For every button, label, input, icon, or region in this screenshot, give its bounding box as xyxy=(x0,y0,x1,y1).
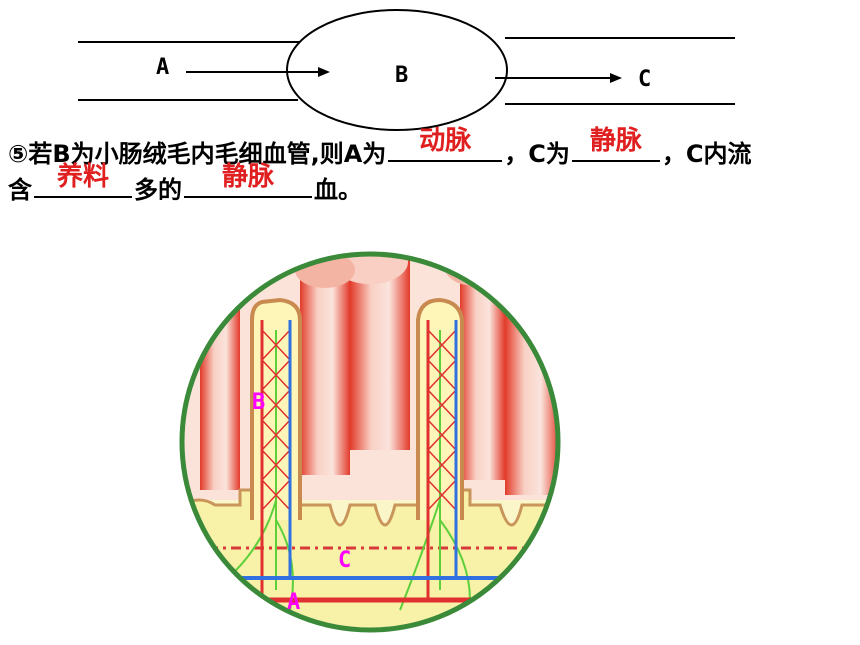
illustration-label-c: C xyxy=(338,548,352,573)
answer-2: 静脉 xyxy=(589,126,642,156)
illustration-label-b: B xyxy=(252,390,266,415)
question-line2-mid: 多的 xyxy=(134,176,182,204)
flow-arrow-c-head xyxy=(610,73,622,83)
question-line1-suffix: ，C内流 xyxy=(661,140,752,168)
question-line-2: 含养料多的 静脉 血。 xyxy=(8,162,362,207)
capillary-b-ellipse xyxy=(286,9,508,131)
schematic-label-a: A xyxy=(156,55,170,80)
question-line2-suffix: 血。 xyxy=(314,176,362,204)
schematic-label-c: C xyxy=(638,67,652,92)
schematic-diagram xyxy=(78,9,735,131)
answer-3: 养料 xyxy=(56,162,109,192)
answer-blank-2: 静脉 xyxy=(571,126,660,162)
villus-illustration xyxy=(179,251,561,633)
question-line-1: ⑤若B为小肠绒毛内毛细血管,则A为 动脉 ，C为静脉 ，C内流 xyxy=(8,126,752,171)
flow-arrow-a-head xyxy=(318,67,330,77)
question-line1-mid: ，C为 xyxy=(504,140,570,168)
answer-blank-1: 动脉 xyxy=(388,126,503,162)
schematic-label-b: B xyxy=(395,63,409,88)
question-line1-prefix: ⑤若B为小肠绒毛内毛细血管,则A为 xyxy=(8,140,387,168)
answer-4: 静脉 xyxy=(221,162,274,192)
illustration-label-a: A xyxy=(287,590,301,615)
question-line2-prefix: 含 xyxy=(8,176,32,204)
answer-blank-3: 养料 xyxy=(34,162,132,198)
answer-blank-4: 静脉 xyxy=(184,162,312,198)
answer-1: 动脉 xyxy=(419,126,472,156)
illustration-circle-border xyxy=(179,251,561,633)
